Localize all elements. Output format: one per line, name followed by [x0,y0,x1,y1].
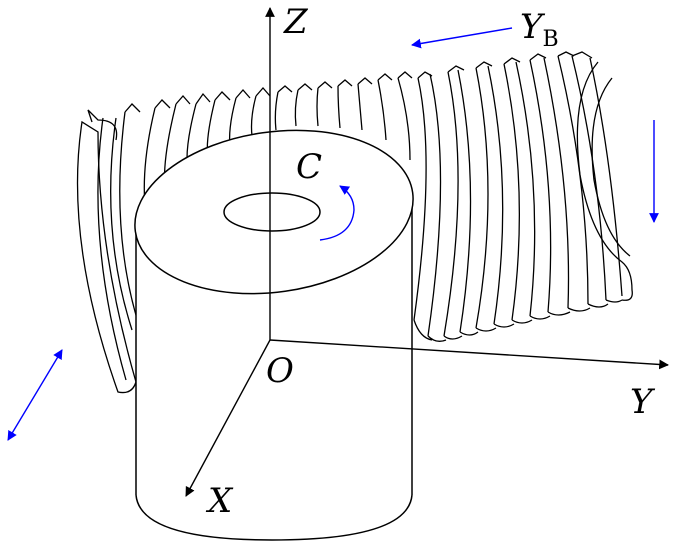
yb-direction-arrow [411,27,513,49]
x-axis-label: X [205,481,234,521]
origin-label: O [266,351,294,391]
yb-label-main: Y [520,7,546,47]
yb-label: YB [520,7,559,52]
y-axis-line [269,339,669,370]
z-axis-label: Z [283,2,309,42]
wheel-bore-hole [223,192,321,232]
grinding-wheel [134,129,414,541]
yb-label-subscript: B [542,27,558,52]
axial-oscillation-arrow [7,349,63,441]
wheel-bottom-edge [135,494,413,541]
motion-arrows [7,27,659,441]
y-axis-label: Y [630,382,656,422]
worm-thread [76,51,633,394]
rotation-c-label: C [296,147,322,187]
c-rotation-arrow [319,185,355,241]
x-axis-line [185,339,271,497]
coordinate-axes [185,7,669,497]
